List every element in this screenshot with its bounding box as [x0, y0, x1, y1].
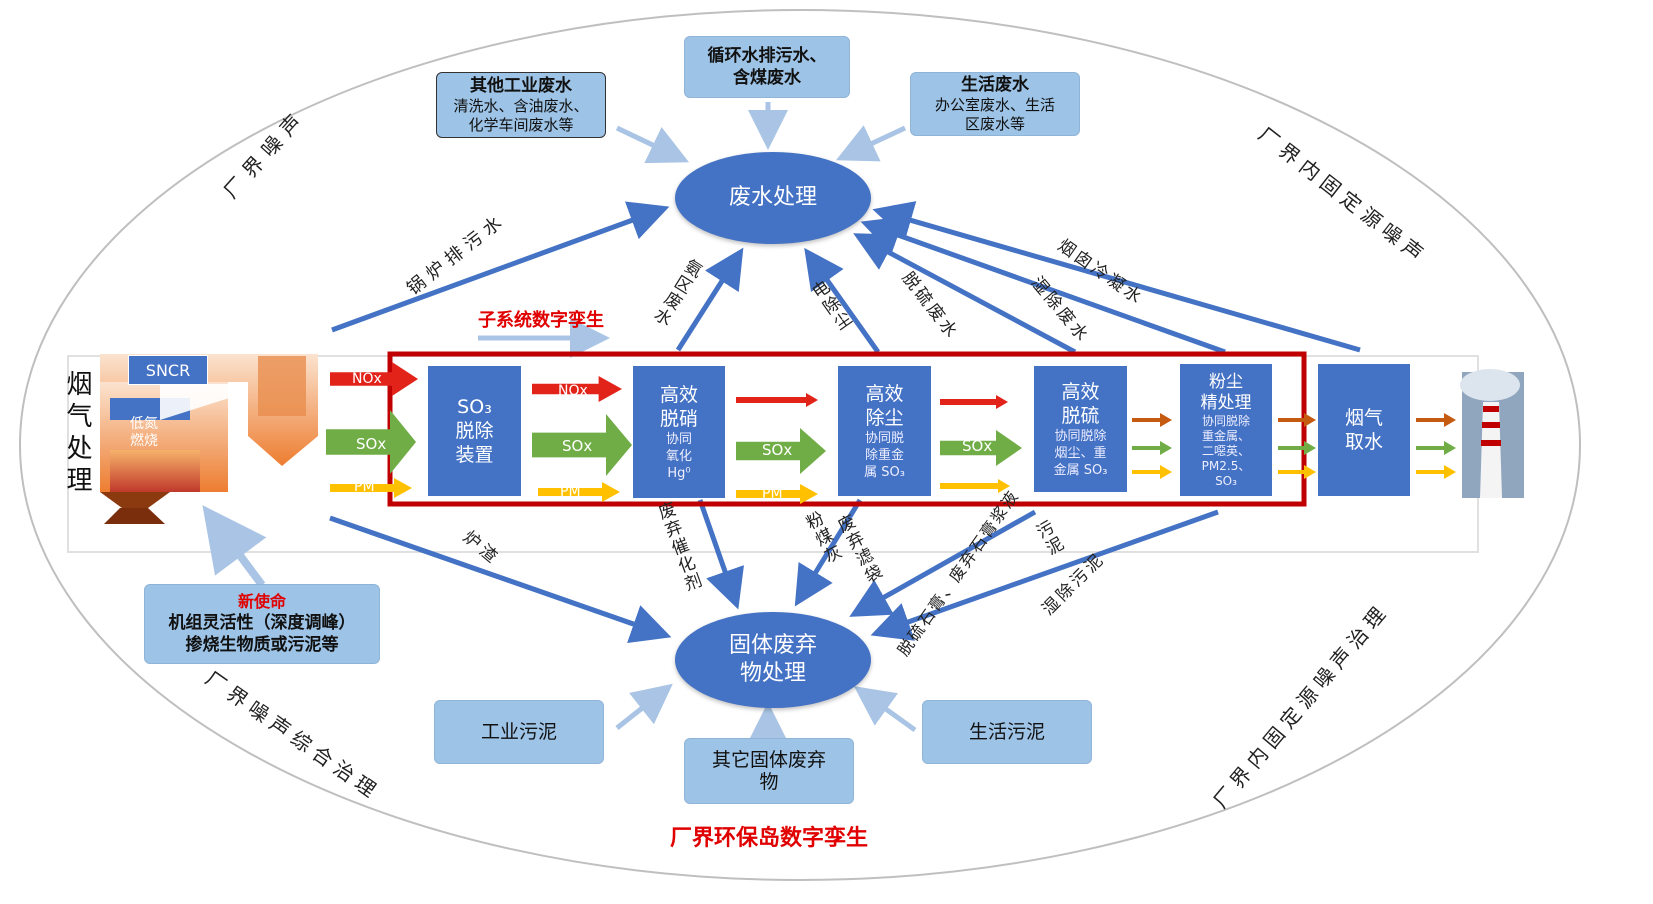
source-title: 生活废水 — [961, 75, 1029, 95]
process-subtitle: 协同脱 除重金 属 SO₃ — [864, 430, 905, 480]
mission-arrow — [202, 505, 267, 588]
process-fine-dust: 粉尘 精处理 协同脱除 重金属、 二噁英、 PM2.5、 SO₃ — [1180, 364, 1272, 496]
sncr-label: SNCR — [145, 360, 191, 380]
source-title: 循环水排污水、 — [707, 46, 827, 66]
pm-flow-arrow-head — [1444, 465, 1456, 479]
process-title: 粉尘 精处理 — [1200, 371, 1252, 413]
node-label: 物处理 — [739, 661, 806, 686]
source-circulating-water: 循环水排污水、 含煤废水 — [684, 36, 850, 98]
source-other-solid-waste: 其它固体废弃 物 — [684, 738, 854, 804]
flow-arrow-slag — [329, 515, 672, 643]
source-sub-line: 含煤废水 — [733, 68, 801, 88]
sox-flow-arrow — [736, 428, 826, 474]
gas-label-sox: SOx — [562, 437, 593, 455]
pm-flow-arrow — [330, 478, 412, 498]
source-sub-line: 清洗水、含油废水、 — [453, 97, 589, 115]
sox-flow-arrow-head — [1304, 441, 1316, 455]
sox-flow-arrow-head — [1160, 441, 1172, 455]
source-title: 工业污泥 — [480, 721, 557, 743]
node-label: 固体废弃 — [728, 633, 817, 658]
pm-flow-arrow-head — [1160, 465, 1172, 479]
gas-label-pm: PM — [354, 479, 375, 495]
flow-arrow-boiler-drain — [331, 201, 670, 333]
mission-line2: 掺烧生物质或污泥等 — [185, 635, 339, 655]
flow-arrow-brown-head — [1444, 413, 1456, 427]
source-sub-line: 区废水等 — [964, 115, 1025, 133]
flow-arrow-flue-water — [872, 201, 1361, 353]
gas-label-sox: SOx — [762, 441, 793, 459]
node-label: 废水处理 — [728, 185, 817, 210]
sox-flow-arrow — [940, 430, 1022, 466]
process-title: 高效 除尘 — [865, 382, 904, 429]
nox-flow-arrow — [532, 376, 622, 402]
gas-label-pm: PM — [762, 486, 783, 502]
environmental-island-twin-title: 厂界环保岛数字孪生 — [670, 826, 869, 851]
pm-flow-arrow — [736, 484, 818, 504]
flow-arrow-brown-head — [1304, 413, 1316, 427]
gas-label-nox: NOx — [558, 383, 588, 399]
source-arrow — [615, 125, 690, 164]
flow-arrow-ash — [794, 498, 863, 607]
source-title-line2: 物 — [759, 771, 779, 793]
pm-flow-arrow-head — [1304, 465, 1316, 479]
source-sub-line: 化学车间废水等 — [468, 116, 574, 134]
pm-flow-arrow — [538, 482, 620, 502]
outer-boundary-ellipse — [19, 9, 1581, 881]
flow-arrow-gypsum — [849, 509, 1037, 617]
source-arrow — [835, 125, 907, 162]
sox-flow-arrow-head — [1444, 441, 1456, 455]
process-title: 高效 脱硝 — [659, 383, 698, 430]
source-sub-line: 办公室废水、生活 — [934, 96, 1055, 114]
flow-arrow-wet-dust — [860, 216, 1226, 355]
gas-label-sox: SOx — [962, 437, 993, 455]
sox-flow-arrow — [326, 410, 416, 474]
process-subtitle: 协同脱除 烟尘、重 金属 SO₃ — [1053, 428, 1108, 478]
flue-gas-treatment-title: 烟气处理 — [62, 370, 92, 498]
process-title: SO₃ 脱除 装置 — [455, 396, 494, 466]
chimney-graphic — [1460, 369, 1524, 498]
source-other-industrial-wastewater: 其他工业废水 清洗水、含油废水、 化学车间废水等 — [436, 72, 606, 138]
nox-flow-arrow — [330, 362, 418, 396]
sox-flow-arrow — [532, 414, 632, 476]
low-nox-label: 低氮 燃烧 — [130, 416, 158, 449]
low-nox-box: 低氮 燃烧 — [110, 414, 178, 452]
source-industrial-sludge: 工业污泥 — [434, 700, 604, 764]
process-title: 高效 脱硫 — [1061, 380, 1100, 427]
node-wastewater-treatment: 废水处理 — [675, 152, 871, 244]
process-dust-removal: 高效 除尘 协同脱 除重金 属 SO₃ — [838, 366, 931, 496]
source-domestic-wastewater: 生活废水 办公室废水、生活 区废水等 — [910, 72, 1080, 136]
gas-label-sox: SOx — [356, 435, 387, 453]
gas-label-pm: PM — [560, 484, 581, 500]
flow-arrow-precipitator — [804, 247, 881, 354]
mission-title: 新使命 — [237, 592, 286, 611]
source-title: 其他工业废水 — [470, 76, 572, 96]
pm-flow-arrow-head — [998, 479, 1010, 493]
flow-arrow-sludge — [870, 509, 1219, 641]
sncr-box: SNCR — [128, 355, 208, 385]
process-subtitle: 协同脱除 重金属、 二噁英、 PM2.5、 SO₃ — [1201, 413, 1251, 488]
nox-flow-arrow-head — [996, 395, 1008, 409]
source-arrow — [615, 683, 673, 730]
process-title: 烟气 取水 — [1344, 407, 1383, 453]
node-solid-waste-treatment: 固体废弃 物处理 — [675, 612, 871, 708]
process-so3-removal: SO₃ 脱除 装置 — [428, 366, 521, 496]
mission-line1: 机组灵活性（深度调峰） — [168, 613, 356, 633]
flow-arrow-brown-head — [1160, 413, 1172, 427]
process-denitrification: 高效 脱硝 协同 氧化 Hg⁰ — [633, 366, 725, 498]
source-title: 生活污泥 — [968, 721, 1045, 743]
process-subtitle: 协同 氧化 Hg⁰ — [665, 431, 692, 481]
flow-arrow-desulf — [853, 233, 1077, 355]
source-title: 其它固体废弃 — [711, 749, 826, 771]
mission-box: 新使命 机组灵活性（深度调峰） 掺烧生物质或污泥等 — [144, 584, 380, 664]
process-desulfurization: 高效 脱硫 协同脱除 烟尘、重 金属 SO₃ — [1034, 366, 1127, 492]
nox-flow-arrow-head — [806, 393, 818, 407]
process-flue-water-recovery: 烟气 取水 — [1318, 364, 1410, 496]
gas-label-nox: NOx — [352, 371, 382, 387]
source-arrow — [853, 686, 917, 733]
source-domestic-sludge: 生活污泥 — [922, 700, 1092, 764]
flow-arrow-ammonia — [675, 247, 744, 352]
subsystem-twin-title: 子系统数字孪生 — [478, 310, 604, 331]
flow-arrow-catalyst — [697, 499, 744, 610]
